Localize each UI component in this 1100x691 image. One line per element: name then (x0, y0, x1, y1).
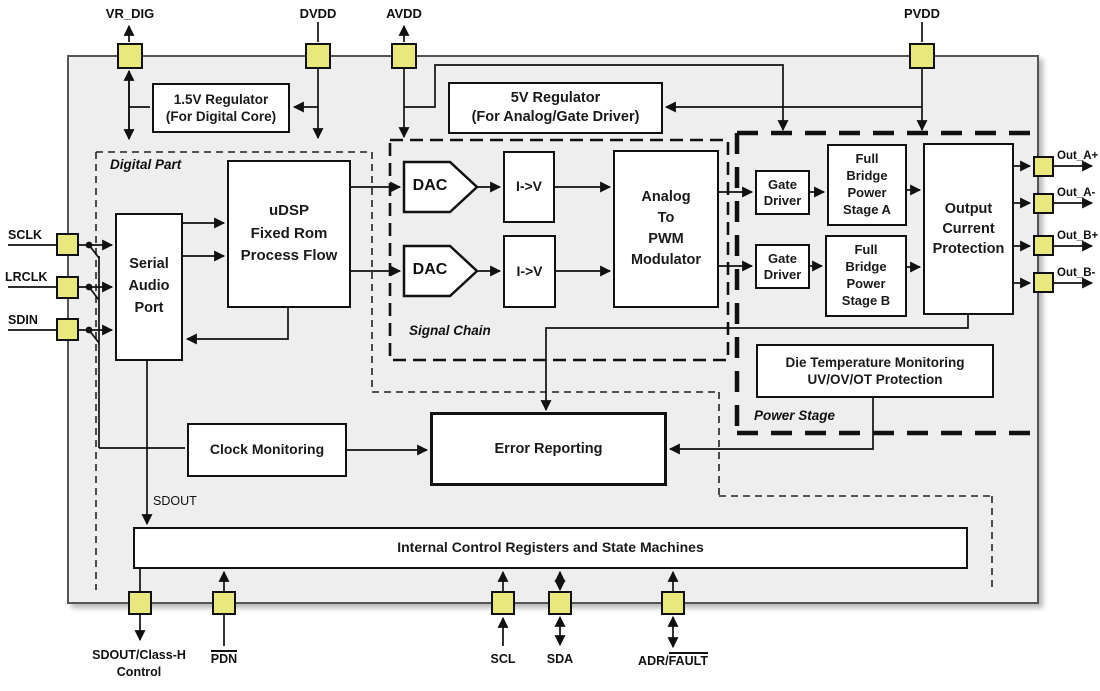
sdout-wire-label: SDOUT (153, 494, 197, 508)
pin-dvdd (305, 43, 331, 69)
pin-avdd (391, 43, 417, 69)
pin-sdout-classh (128, 591, 152, 615)
gate-driver-b-block: Gate Driver (755, 244, 810, 289)
sdout-classh-label: SDOUT/Class-H Control (92, 648, 186, 679)
pin-sdin (56, 318, 79, 341)
output-current-protection-block: Output Current Protection (923, 143, 1014, 315)
vr-dig-label: VR_DIG (105, 6, 155, 21)
sclk-label: SCLK (8, 228, 43, 242)
pin-lrclk (56, 276, 79, 299)
pin-out-a-plus (1033, 156, 1054, 177)
signal-chain-label: Signal Chain (409, 323, 491, 338)
pin-pdn (212, 591, 236, 615)
pin-sclk (56, 233, 79, 256)
pin-out-b-plus (1033, 235, 1054, 256)
full-bridge-b-block: Full Bridge Power Stage B (825, 235, 907, 317)
internal-control-registers-block: Internal Control Registers and State Mac… (133, 527, 968, 569)
pin-sda (548, 591, 572, 615)
dac-shapes (402, 160, 479, 298)
regulator-1v5-block: 1.5V Regulator (For Digital Core) (152, 83, 290, 133)
clock-monitoring-block: Clock Monitoring (187, 423, 347, 477)
udsp-block: uDSP Fixed Rom Process Flow (227, 160, 351, 308)
junction-dots (85, 241, 93, 334)
pvdd-label: PVDD (903, 6, 941, 21)
dac-b-label: DAC (412, 261, 448, 278)
adr-fault-label: ADR/FAULT (638, 652, 708, 668)
dac-a-label: DAC (412, 177, 448, 194)
out-a-plus-label: Out_A+ (1057, 150, 1099, 162)
pin-pvdd (909, 43, 935, 69)
sda-label: SDA (546, 652, 574, 666)
power-stage-label: Power Stage (754, 408, 836, 423)
pdn-label: PDN (210, 650, 238, 666)
out-b-plus-label: Out_B+ (1057, 230, 1099, 242)
avdd-label: AVDD (386, 6, 422, 21)
wires (8, 22, 1094, 649)
pin-scl (491, 591, 515, 615)
regulator-5v-line1: 5V Regulator (510, 90, 601, 107)
pwm-modulator-block: Analog To PWM Modulator (613, 150, 719, 308)
digital-part-label: Digital Part (110, 157, 182, 172)
pin-out-a-minus (1033, 193, 1054, 214)
scl-label: SCL (490, 652, 516, 666)
lrclk-label: LRCLK (5, 270, 48, 284)
out-b-minus-label: Out_B- (1057, 267, 1096, 279)
regulator-5v-block: 5V Regulator (For Analog/Gate Driver) (448, 82, 663, 134)
pin-out-b-minus (1033, 272, 1054, 293)
die-temp-block: Die Temperature Monitoring UV/OV/OT Prot… (756, 344, 994, 398)
regulator-5v-line2: (For Analog/Gate Driver) (471, 109, 640, 125)
regulator-1v5-line2: (For Digital Core) (165, 109, 277, 124)
sdin-label: SDIN (8, 313, 38, 327)
gate-driver-a-block: Gate Driver (755, 170, 810, 215)
full-bridge-a-block: Full Bridge Power Stage A (827, 144, 907, 226)
serial-audio-port-block: Serial Audio Port (115, 213, 183, 361)
error-reporting-block: Error Reporting (430, 412, 667, 486)
power-stage-outline (734, 130, 1040, 436)
pin-adr-fault (661, 591, 685, 615)
dac-a-shape (402, 160, 479, 214)
i2v-b-block: I->V (503, 235, 556, 308)
dac-b-shape (402, 244, 479, 298)
regulator-1v5-line1: 1.5V Regulator (173, 91, 269, 107)
i2v-a-block: I->V (503, 151, 555, 223)
dvdd-label: DVDD (299, 6, 337, 21)
signal-chain-outline (388, 138, 730, 362)
pin-vr-dig (117, 43, 143, 69)
out-a-minus-label: Out_A- (1057, 187, 1096, 199)
